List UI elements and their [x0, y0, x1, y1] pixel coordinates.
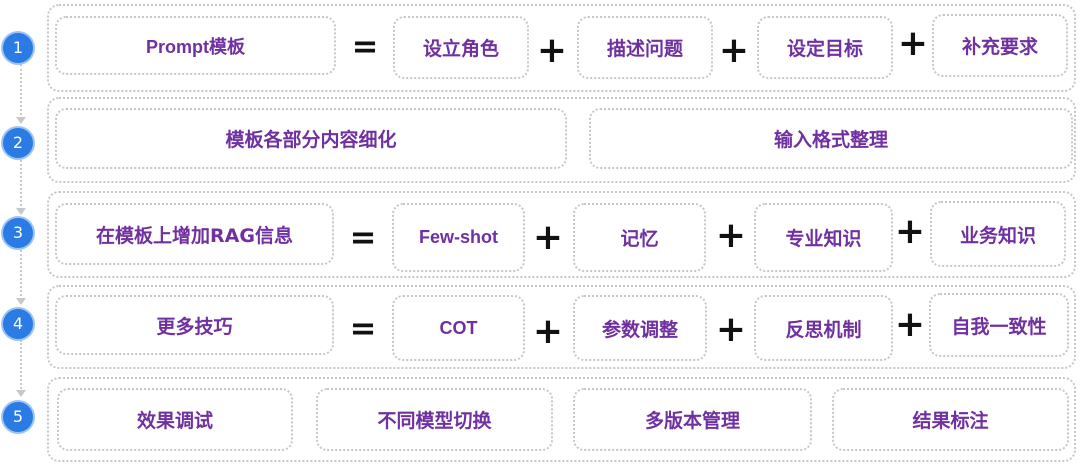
step-5-item: 效果调试 — [57, 388, 293, 451]
step-4-formula-lhs: 更多技巧 — [55, 295, 334, 355]
plus-operator: + — [532, 217, 564, 258]
step-1-row — [47, 4, 1076, 92]
step-4-term: COT — [392, 295, 525, 361]
plus-operator: + — [894, 211, 926, 252]
timeline-connector — [20, 250, 22, 300]
step-4-term: 反思机制 — [754, 295, 893, 361]
step-1-formula-lhs: Prompt模板 — [55, 16, 336, 75]
step-5-item: 不同模型切换 — [316, 388, 553, 451]
step-number-2: 2 — [3, 128, 33, 158]
step-number-5: 5 — [3, 402, 33, 432]
step-number-3: 3 — [3, 218, 33, 248]
step-5-row — [47, 377, 1076, 462]
equals-operator: = — [351, 27, 379, 65]
step-4-term: 参数调整 — [573, 295, 707, 361]
step-3-term: 专业知识 — [754, 203, 893, 272]
timeline-connector — [20, 64, 22, 119]
step-2-item: 模板各部分内容细化 — [55, 108, 567, 169]
step-1-term: 描述问题 — [577, 16, 713, 79]
plus-operator: + — [532, 311, 564, 352]
step-3-row — [47, 191, 1076, 278]
timeline-connector — [20, 340, 22, 392]
step-4-term: 自我一致性 — [929, 293, 1069, 357]
timeline-arrow-icon — [16, 390, 26, 397]
plus-operator: + — [536, 30, 568, 71]
timeline-arrow-icon — [16, 208, 26, 215]
step-3-term: 业务知识 — [930, 201, 1066, 267]
step-3-term: Few-shot — [392, 203, 525, 272]
plus-operator: + — [897, 23, 929, 64]
step-2-row — [47, 97, 1076, 183]
step-5-item: 结果标注 — [832, 388, 1069, 451]
equals-operator: = — [349, 309, 377, 347]
timeline-arrow-icon — [16, 117, 26, 124]
step-number-4: 4 — [3, 309, 33, 339]
step-5-item: 多版本管理 — [573, 388, 812, 451]
step-3-formula-lhs: 在模板上增加RAG信息 — [55, 203, 334, 265]
plus-operator: + — [715, 215, 747, 256]
plus-operator: + — [715, 309, 747, 350]
timeline-connector — [20, 160, 22, 210]
timeline-arrow-icon — [16, 298, 26, 305]
step-4-row — [47, 285, 1076, 369]
plus-operator: + — [718, 30, 750, 71]
step-1-term: 设立角色 — [393, 16, 529, 79]
step-2-item: 输入格式整理 — [589, 108, 1073, 169]
plus-operator: + — [894, 304, 926, 345]
step-number-1: 1 — [3, 33, 33, 63]
step-1-term: 设定目标 — [757, 16, 893, 79]
step-3-term: 记忆 — [573, 203, 706, 272]
equals-operator: = — [349, 218, 377, 256]
step-1-term: 补充要求 — [932, 14, 1068, 77]
